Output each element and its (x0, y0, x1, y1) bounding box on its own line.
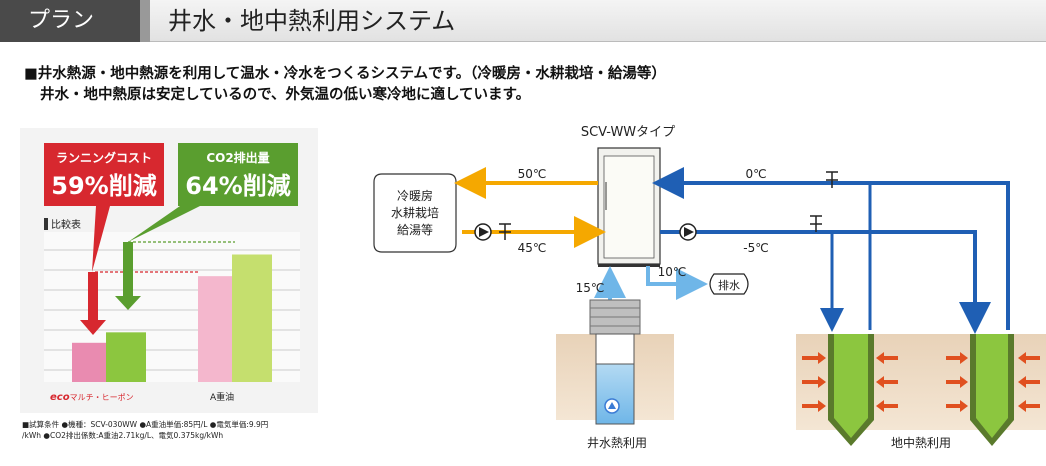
oil-cost-bar (198, 276, 238, 382)
intro-line-2: 井水・地中熱原は安定しているので、外気温の低い寒冷地に適しています。 (40, 87, 531, 103)
plan-tag: プラン (0, 0, 150, 42)
oil-co2-bar (232, 254, 272, 382)
co2-down-arrow (115, 242, 141, 310)
load-box: 冷暖房 水耕栽培 給湯等 (373, 173, 457, 253)
load-label-2: 水耕栽培 (391, 205, 439, 220)
co2-callout: CO2排出量 64%削減 (128, 143, 298, 242)
ground-out-temp: -5℃ (743, 241, 768, 255)
unit-type-label: SCV-WWタイプ (581, 125, 675, 140)
well (556, 299, 674, 425)
category-eco: ecoマルチ・ヒーポン (50, 392, 134, 403)
ground-return-pipe (652, 167, 1010, 330)
ground-valve-icon-1 (826, 171, 838, 188)
page-title: 井水・地中熱利用システム (168, 7, 456, 35)
running-cost-value: 59%削減 (51, 172, 156, 200)
supply-temp: 50℃ (518, 167, 547, 181)
drain-label: 排水 (718, 278, 740, 292)
drain-badge: 排水 (709, 273, 749, 295)
intro-text: ■井水熱源・地中熱源を利用して温水・冷水をつくるシステムです。（冷暖房・水耕栽培… (24, 64, 666, 106)
load-label-1: 冷暖房 (397, 188, 433, 203)
drain-pipe (646, 266, 708, 300)
valve-icon (499, 223, 511, 240)
legend-label: 比較表 (51, 218, 81, 231)
heat-arrows (802, 352, 1040, 412)
footnote-line-1: ■試算条件 ●機種：SCV-030WW ●A重油単価:85円/L ●電気単価:9… (22, 420, 269, 429)
eco-co2-bar (106, 332, 146, 382)
well-caption: 井水熱利用 (587, 436, 647, 450)
running-cost-callout: ランニングコスト 59%削減 (44, 143, 164, 272)
co2-label: CO2排出量 (206, 150, 269, 165)
heat-pump-unit (597, 147, 661, 267)
ground-valve-icon-2 (810, 215, 822, 232)
footnote: ■試算条件 ●機種：SCV-030WW ●A重油単価:85円/L ●電気単価:9… (22, 419, 322, 441)
ground-boreholes (796, 334, 1046, 446)
drain-temp: 10℃ (658, 265, 687, 279)
well-temp: 15℃ (576, 281, 605, 295)
ground-supply-pipe (660, 230, 991, 334)
footnote-line-2: /kWh ●CO2排出係数:A重油2.71kg/L、電気0.375kg/kWh (22, 431, 224, 440)
co2-value: 64%削減 (185, 172, 290, 200)
legend-marker (44, 218, 48, 230)
page-header: プラン 井水・地中熱利用システム (0, 0, 1046, 42)
eco-cost-bar (72, 342, 112, 382)
category-a-heavy-oil: A重油 (210, 391, 234, 403)
ground-in-temp: 0℃ (745, 167, 766, 181)
comparison-chart: 比較表 ecoマルチ・ヒーポン A重油 (44, 218, 300, 403)
running-cost-label: ランニングコスト (56, 150, 152, 165)
intro-line-1: ■井水熱源・地中熱源を利用して温水・冷水をつくるシステムです。（冷暖房・水耕栽培… (24, 66, 666, 82)
ground-caption: 地中熱利用 (891, 435, 951, 450)
cost-down-arrow (80, 272, 106, 335)
load-label-3: 給湯等 (397, 223, 433, 237)
return-temp: 45℃ (518, 241, 547, 255)
